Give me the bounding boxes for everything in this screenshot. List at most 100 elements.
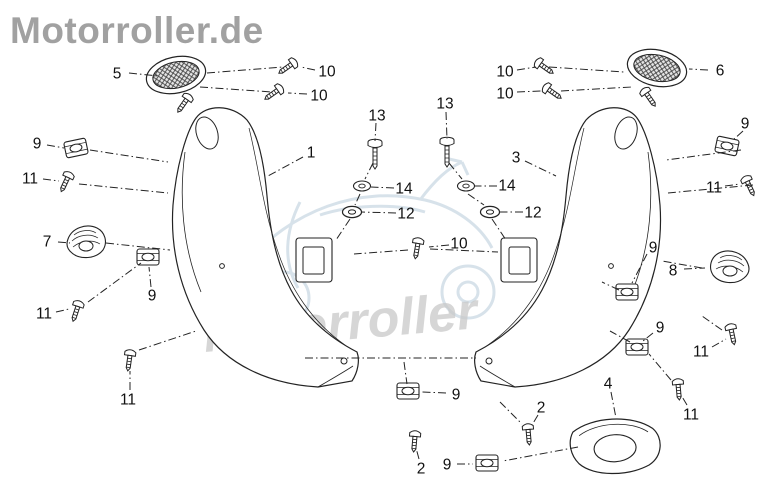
- callout-leader-line: [360, 211, 397, 214]
- part-number-label: 10: [496, 86, 514, 103]
- brand-logo: Motorroller.de: [10, 10, 264, 51]
- part-number-label: 11: [683, 407, 699, 424]
- part-number-label: 14: [395, 181, 413, 198]
- clip-nut: [475, 454, 499, 472]
- callout-leader-line: [148, 266, 152, 288]
- screw: [275, 55, 300, 79]
- part-number-label: 10: [318, 64, 336, 81]
- callout-leader-line: [531, 414, 539, 426]
- part-link-line: [665, 149, 742, 161]
- part-number-label: 11: [120, 392, 136, 409]
- screw: [637, 85, 661, 110]
- part-link-line: [499, 401, 523, 425]
- callout-leader-line: [445, 111, 448, 140]
- callout-leader-line: [733, 130, 744, 140]
- right-grille: [623, 43, 691, 93]
- part-number-label: 9: [741, 116, 750, 133]
- washer: [341, 205, 363, 219]
- washer: [479, 205, 501, 219]
- part-number-label: 10: [496, 64, 514, 81]
- callout-leader-line: [516, 90, 543, 93]
- screw: [261, 81, 286, 105]
- part-link-line: [335, 218, 351, 241]
- part-link-line: [701, 315, 723, 331]
- part-number-label: 9: [649, 240, 658, 257]
- clip-nut: [615, 283, 639, 301]
- part-link-line: [353, 249, 409, 255]
- clip-nut: [63, 137, 89, 159]
- screw: [540, 80, 565, 104]
- part-link-line: [403, 361, 408, 385]
- callout-leader-line: [42, 178, 60, 182]
- part-number-label: 9: [656, 320, 665, 337]
- part-number-label: 5: [113, 66, 122, 83]
- part-number-label: 9: [443, 457, 452, 474]
- part-link-line: [661, 260, 703, 269]
- part-number-label: 2: [537, 400, 546, 417]
- screw: [407, 429, 422, 453]
- part-number-label: 8: [669, 263, 678, 280]
- washer: [456, 180, 476, 192]
- part-link-line: [87, 262, 142, 303]
- screw: [521, 422, 536, 446]
- part-link-line: [354, 193, 361, 206]
- callout-leader-line: [683, 267, 706, 270]
- part-number-label: 11: [706, 180, 722, 197]
- long-screw: [367, 138, 383, 170]
- part-link-line: [138, 330, 197, 351]
- lower-center-cover: [568, 415, 663, 478]
- part-link-line: [548, 66, 625, 73]
- part-number-label: 11: [36, 306, 52, 323]
- part-link-line: [199, 86, 273, 93]
- callout-leader-line: [642, 332, 654, 342]
- part-number-label: 10: [450, 236, 468, 253]
- screw: [739, 173, 760, 199]
- callout-leader-line: [374, 122, 377, 142]
- part-number-label: 14: [498, 178, 516, 195]
- part-number-label: 9: [33, 136, 42, 153]
- part-link-line: [429, 248, 499, 253]
- part-link-line: [448, 162, 463, 180]
- callout-leader-line: [724, 183, 741, 187]
- part-link-line: [78, 183, 169, 194]
- long-screw: [439, 136, 455, 168]
- screw: [724, 322, 741, 347]
- clip-nut: [396, 382, 420, 400]
- part-number-label: 11: [22, 171, 38, 188]
- callout-leader-line: [688, 68, 709, 71]
- part-number-label: 4: [604, 376, 613, 393]
- screw: [67, 298, 86, 324]
- left-grille: [142, 50, 210, 100]
- callout-leader-line: [57, 241, 71, 244]
- part-number-label: 13: [436, 96, 453, 113]
- callout-leader-line: [267, 156, 304, 177]
- part-number-label: 9: [148, 288, 157, 305]
- callout-leader-line: [370, 186, 395, 189]
- part-link-lines: [78, 66, 754, 462]
- screw: [55, 169, 76, 195]
- callout-leader-line: [631, 253, 648, 284]
- part-number-label: 3: [512, 150, 521, 167]
- part-link-line: [364, 162, 374, 180]
- part-number-label: 11: [693, 344, 709, 361]
- left-side-cover: [171, 107, 359, 388]
- part-link-line: [491, 218, 507, 241]
- callout-leader-line: [415, 447, 420, 460]
- callout-leader-line: [421, 391, 447, 394]
- part-link-line: [648, 353, 672, 381]
- screw: [671, 377, 686, 401]
- part-link-line: [560, 86, 633, 92]
- screw: [409, 236, 425, 261]
- part-link-line: [601, 281, 620, 291]
- callout-leader-line: [680, 394, 688, 406]
- callout-leader-line: [516, 66, 537, 71]
- part-link-line: [89, 149, 169, 163]
- part-number-label: 2: [417, 461, 426, 478]
- part-link-line: [609, 330, 631, 343]
- callout-leader-line: [428, 244, 450, 248]
- part-link-line: [206, 66, 284, 74]
- clip-nut: [136, 248, 160, 266]
- washer: [352, 180, 372, 192]
- callout-leader-line: [524, 160, 557, 177]
